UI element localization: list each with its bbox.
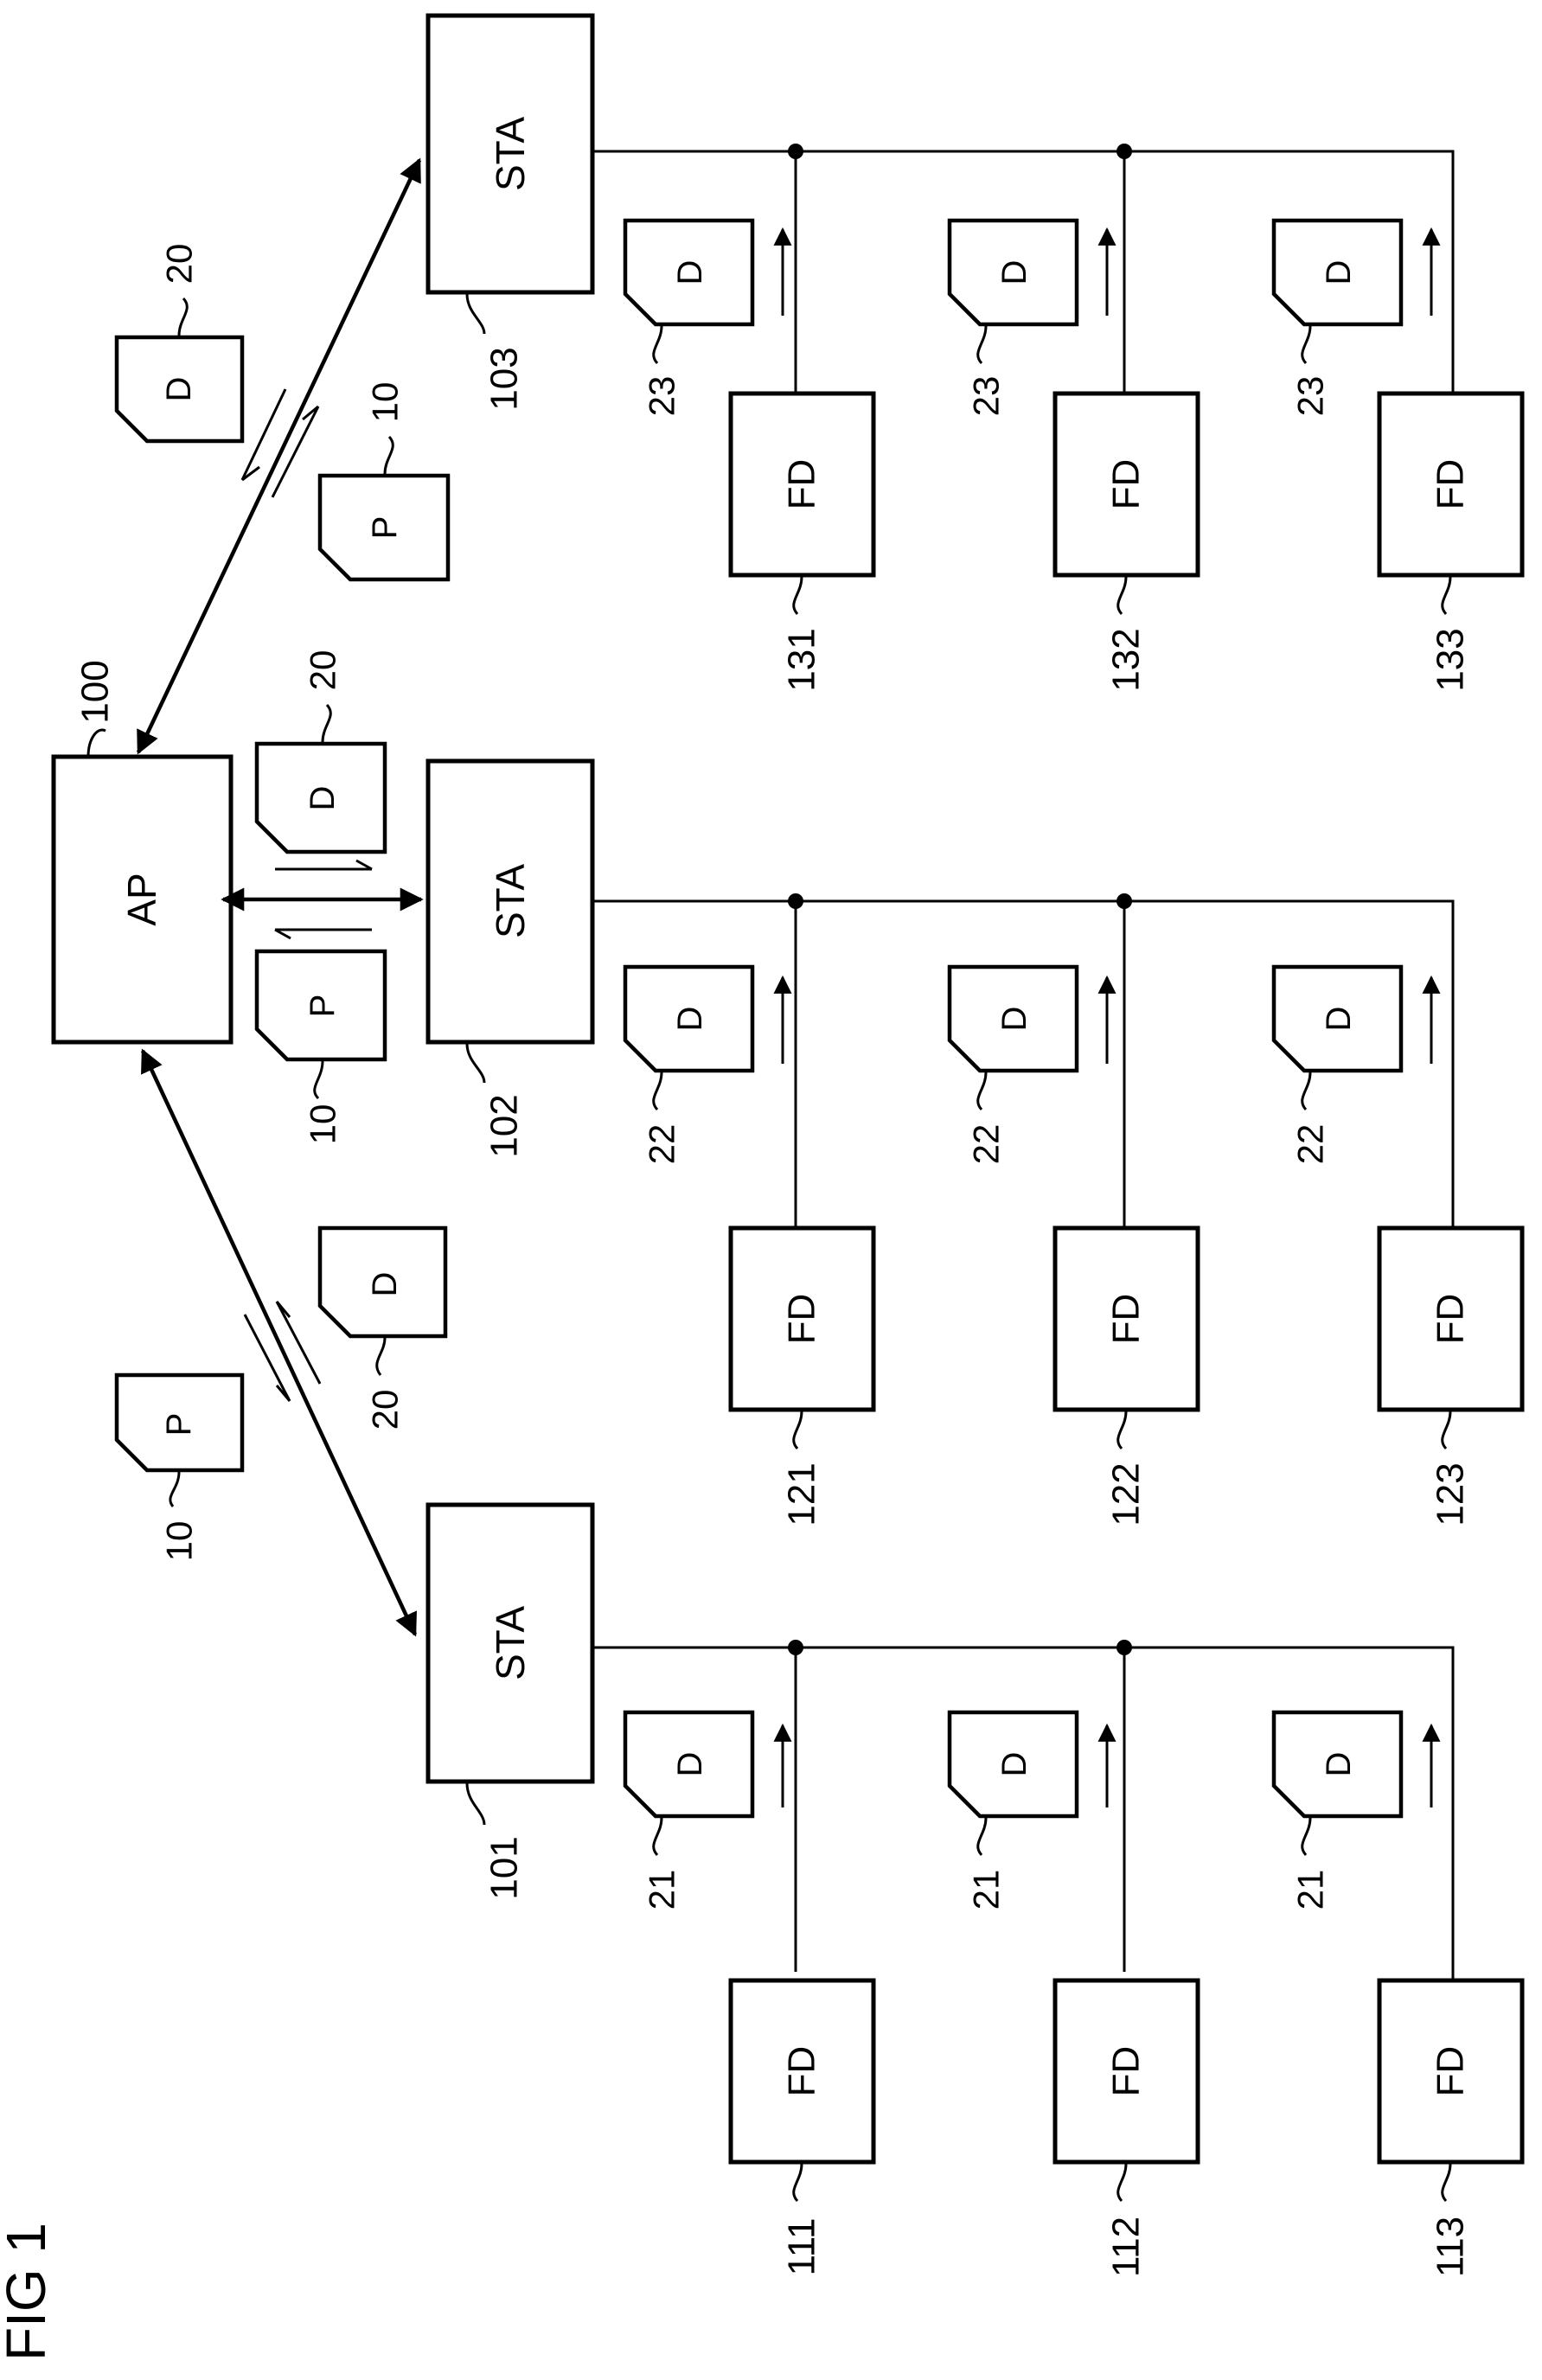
packet-data-23-row2: D [950,221,1077,324]
field-device-112: FD [1055,1980,1198,2162]
packet-label: P [366,516,404,540]
field-device-121-ref: 121 [781,1462,823,1526]
packet-label: D [304,786,342,811]
packet-label: D [160,377,198,402]
packet-data-21-row3: D [1274,1712,1401,1816]
packet-data-mid: D [257,744,385,852]
packet-poll-mid-ref: 10 [303,1104,343,1145]
station-103-ref: 103 [483,347,526,410]
station-label: STA [488,864,533,938]
packet-data-21-ref: 21 [642,1870,682,1910]
packet-label: D [671,260,709,285]
station-102-ref: 102 [483,1094,526,1157]
packet-data-22-row2: D [950,967,1077,1071]
field-device-133-ref: 133 [1430,628,1472,691]
packet-data-21-row2: D [950,1712,1077,1816]
field-device-label: FD [781,459,823,510]
packet-data-22-row3: D [1274,967,1401,1071]
field-device-122-ref: 122 [1105,1462,1148,1526]
field-device-label: FD [781,2046,823,2097]
field-device-111-ref: 111 [781,2218,823,2276]
packet-poll-left-ref: 10 [159,1521,200,1562]
access-point-label: AP [119,873,164,925]
packet-label: D [671,1007,709,1032]
field-device-label: FD [1105,1294,1148,1345]
field-device-label: FD [1105,459,1148,510]
access-point-ref: 100 [74,660,117,723]
packet-data-22-ref: 22 [1290,1124,1331,1165]
field-device-132: FD [1055,393,1198,575]
packet-label: D [995,1007,1033,1032]
packet-poll-mid: P [257,951,385,1059]
packet-data-22-row1: D [625,967,752,1071]
packet-data-23-ref: 23 [1290,376,1331,417]
field-device-label: FD [781,1294,823,1345]
packet-label: D [995,1752,1033,1777]
field-device-121: FD [731,1228,873,1410]
packet-data-21-ref: 21 [966,1870,1007,1910]
field-device-132-ref: 132 [1105,628,1148,691]
field-device-label: FD [1105,2046,1148,2097]
field-device-112-ref: 112 [1105,2217,1148,2277]
packet-label: P [304,995,342,1018]
packet-label: D [671,1752,709,1777]
packet-data-left: D [320,1228,445,1336]
packet-label: D [1320,260,1358,285]
station-label: STA [488,117,533,191]
packet-label: D [1320,1007,1358,1032]
station-label: STA [488,1606,533,1680]
packet-data-21-ref: 21 [1290,1870,1331,1910]
packet-data-23-ref: 23 [966,376,1007,417]
field-device-label: FD [1430,2046,1472,2097]
packet-label: D [1320,1752,1358,1777]
figure-label: FIG 1 [0,2223,57,2361]
packet-data-23-ref: 23 [642,376,682,417]
packet-poll-left: P [117,1375,242,1470]
access-point: AP [54,757,231,1042]
packet-data-left-ref: 20 [365,1390,406,1430]
field-device-label: FD [1430,459,1472,510]
station-101: STA [428,1505,592,1782]
field-device-111: FD [731,1980,873,2162]
packet-data-23-row1: D [625,221,752,324]
packet-data-23-row3: D [1274,221,1401,324]
packet-data-right: D [117,337,242,441]
packet-poll-right-ref: 10 [365,382,406,423]
packet-label: P [160,1413,198,1436]
packet-data-21-row1: D [625,1712,752,1816]
packet-data-22-ref: 22 [642,1124,682,1165]
packet-data-right-ref: 20 [159,244,200,285]
field-device-123-ref: 123 [1430,1462,1472,1526]
field-device-131: FD [731,393,873,575]
field-device-label: FD [1430,1294,1472,1345]
field-device-123: FD [1379,1228,1522,1410]
packet-label: D [366,1272,404,1297]
packet-data-mid-ref: 20 [303,650,343,691]
packet-data-22-ref: 22 [966,1124,1007,1165]
station-101-ref: 101 [483,1836,526,1899]
field-device-113-ref: 113 [1430,2217,1472,2277]
field-device-131-ref: 131 [781,628,823,691]
packet-poll-right: P [320,476,448,579]
field-device-122: FD [1055,1228,1198,1410]
packet-label: D [995,260,1033,285]
field-device-133: FD [1379,393,1522,575]
field-device-113: FD [1379,1980,1522,2162]
flow-arrows-ap-sta103 [242,389,318,497]
station-102: STA [428,761,592,1042]
station-103: STA [428,16,592,292]
